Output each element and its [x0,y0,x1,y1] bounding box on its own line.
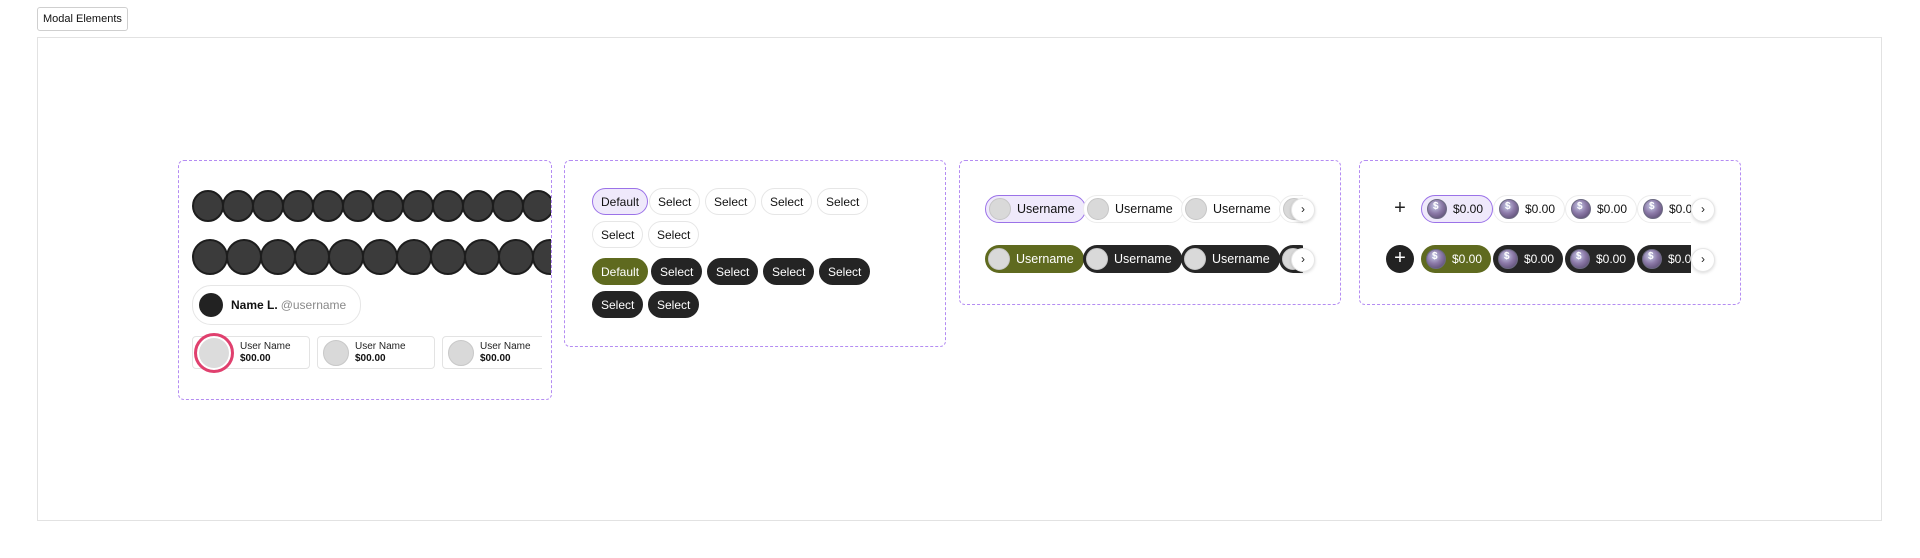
amount-label: $0.00 [1525,202,1556,216]
amount-label: $0.00 [1524,252,1555,266]
amount-label: $0.00 [1669,202,1691,216]
amount-chip[interactable]: $0.00 [1493,245,1564,273]
pill-select[interactable]: Select [592,291,644,318]
avatar[interactable] [226,239,262,275]
avatar[interactable] [282,190,314,222]
pill-select[interactable]: Select [705,188,757,215]
pill-select[interactable]: Select [649,188,701,215]
coin-icon [1571,199,1591,219]
chevron-right-icon[interactable]: › [1691,198,1715,222]
user-name: User Name [240,340,291,352]
coin-icon [1426,249,1446,269]
coin-icon [1499,199,1519,219]
avatar [1087,198,1109,220]
avatar [1086,248,1108,270]
avatar [199,293,223,317]
avatar [1185,198,1207,220]
pill-select[interactable]: Select [707,258,759,285]
username-label: Username [1114,252,1172,266]
avatar [988,248,1010,270]
user-amount: $00.00 [480,352,511,364]
coin-icon [1427,199,1447,219]
amount-label: $0.00 [1596,252,1627,266]
amount-label: $0.00 [1668,252,1691,266]
avatar [194,332,234,373]
coin-icon [1643,199,1663,219]
select-pills-panel: Default Select Select Select Select Sele… [564,160,946,347]
user-name: User Name [355,340,406,352]
username-chip[interactable]: Username [1083,195,1184,223]
coin-icon [1570,249,1590,269]
amount-chips-panel: + + $0.00 $0.00 $0.00 $0.00 $0.00 $0.00 … [1359,160,1741,305]
amount-chip[interactable]: $0.00 [1565,245,1636,273]
amount-label: $0.00 [1597,202,1628,216]
avatar-panel: Name L. @username User Name$00.00 User N… [178,160,552,400]
username-chip[interactable]: Username [1181,245,1280,273]
avatar [1184,248,1206,270]
user-card[interactable]: User Name$00.00 [317,336,435,369]
avatar-row-large [192,239,551,275]
username-label: Username [1213,202,1271,216]
avatar[interactable] [372,190,404,222]
amount-label: $0.00 [1453,202,1484,216]
coin-icon [1642,249,1662,269]
amount-label: $0.00 [1452,252,1483,266]
chevron-right-icon[interactable]: › [1291,198,1315,222]
username-chip[interactable]: Username [985,245,1084,273]
pill-select[interactable]: Select [761,188,813,215]
amount-chip[interactable]: $0.00 [1637,195,1691,223]
pill-select[interactable]: Select [648,291,700,318]
avatar[interactable] [312,190,344,222]
avatar[interactable] [294,239,330,275]
avatar [989,198,1011,220]
avatar[interactable] [260,239,296,275]
user-name: User Name [480,340,531,352]
avatar[interactable] [192,190,224,222]
avatar [323,339,349,366]
user-card[interactable]: User Name$00.00 [442,336,542,369]
canvas-frame [37,37,1882,521]
avatar[interactable] [402,190,434,222]
amount-chip-strip: $0.00 $0.00 $0.00 $0.00 $0.00 $0.00 $0.0… [1421,161,1691,304]
amount-chip[interactable]: $0.00 [1421,245,1492,273]
pill-select[interactable]: Select [648,221,700,248]
username-chip[interactable]: Username [1181,195,1282,223]
plus-icon[interactable]: + [1386,245,1414,273]
user-amount: $00.00 [355,352,386,364]
chevron-right-icon[interactable]: › [1291,248,1315,272]
pill-select[interactable]: Select [817,188,869,215]
pill-select[interactable]: Select [592,221,644,248]
avatar[interactable] [430,239,466,275]
pill-select[interactable]: Select [763,258,815,285]
name-chip[interactable]: Name L. @username [192,285,362,325]
pill-select[interactable]: Select [651,258,703,285]
user-amount: $00.00 [240,352,271,364]
chevron-right-icon[interactable]: › [1691,248,1715,272]
handle-label: @username [280,298,347,312]
name-label: Name L. [231,298,278,312]
user-card-strip: User Name$00.00 User Name$00.00 User Nam… [192,161,542,399]
pill-default[interactable]: Default [592,258,649,285]
pill-select[interactable]: Select [819,258,871,285]
username-label: Username [1115,202,1173,216]
username-chip-strip: Username Username Username Username User… [985,161,1303,304]
amount-chip[interactable]: $0.00 [1493,195,1566,223]
coin-icon [1498,249,1518,269]
amount-chip[interactable]: $0.00 [1421,195,1494,223]
username-label: Username [1016,252,1074,266]
plus-icon[interactable]: + [1386,195,1414,223]
username-label: Username [1017,202,1075,216]
modal-elements-button[interactable]: Modal Elements [37,7,128,31]
username-chip[interactable]: Username [1083,245,1182,273]
amount-chip[interactable]: $0.00 [1565,195,1638,223]
avatar[interactable] [522,190,551,222]
avatar-row-small [192,190,551,222]
pill-default[interactable]: Default [592,188,649,215]
amount-chip[interactable]: $0.00 [1637,245,1691,273]
user-card[interactable]: User Name$00.00 [192,332,310,373]
avatar [448,339,474,366]
username-label: Username [1212,252,1270,266]
username-chips-panel: Username Username Username Username User… [959,160,1341,305]
username-chip[interactable]: Username [985,195,1086,223]
